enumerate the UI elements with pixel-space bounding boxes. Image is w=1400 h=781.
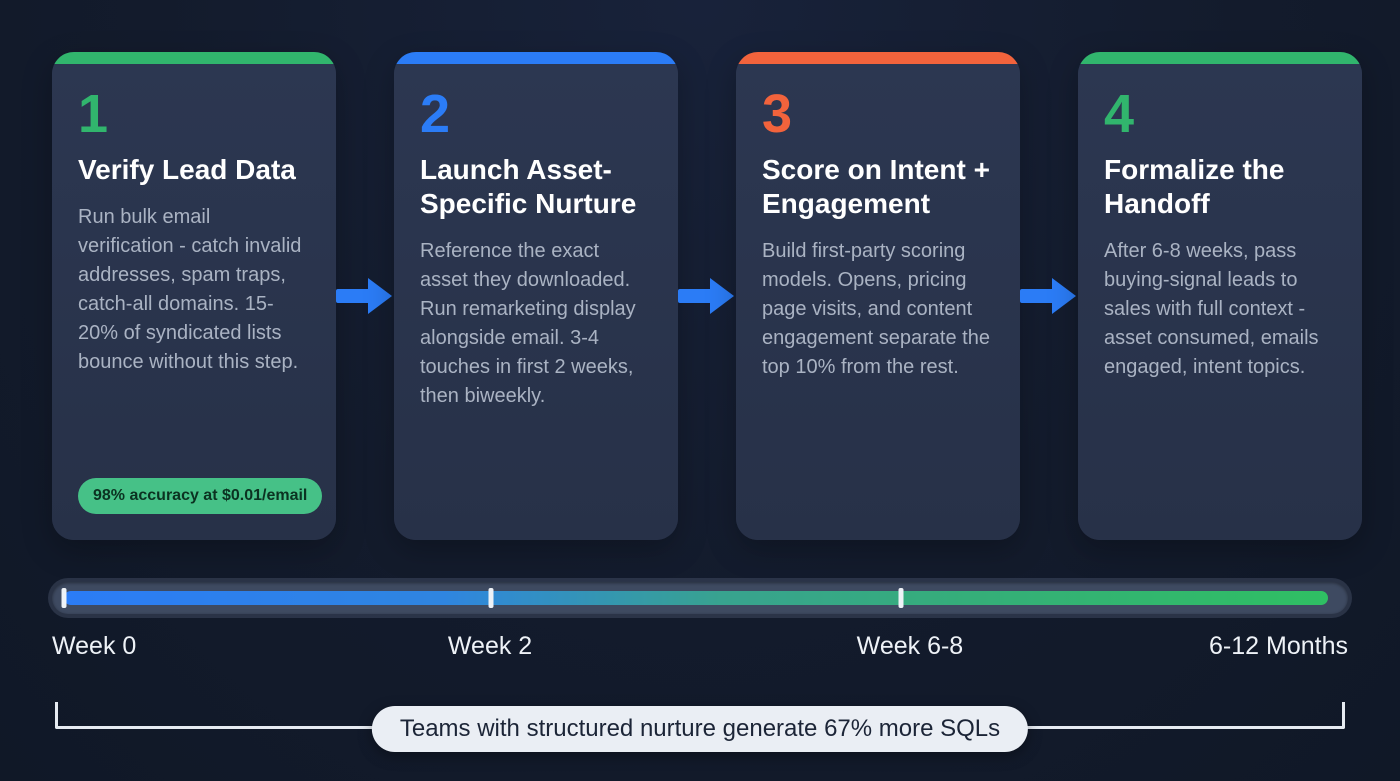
- timeline: Week 0 Week 2 Week 6-8 6-12 Months: [52, 582, 1348, 666]
- step-1-badge: 98% accuracy at $0.01/email: [78, 478, 323, 514]
- step-1-title: Verify Lead Data: [78, 153, 296, 185]
- summary-banner: Teams with structured nurture generate 6…: [371, 706, 1029, 752]
- step-3-accent-bar: [736, 52, 1020, 64]
- step-card-4: 4 Formalize the Handoff After 6-8 weeks,…: [1078, 52, 1362, 540]
- timeline-labels: Week 0 Week 2 Week 6-8 6-12 Months: [52, 632, 1348, 666]
- step-3-number: 3: [762, 84, 793, 144]
- timeline-label-week0: Week 0: [52, 632, 137, 660]
- arrow-right-icon: [678, 278, 734, 314]
- step-1-body: Run bulk email verification - catch inva…: [78, 205, 302, 373]
- step-1-accent-bar: [52, 52, 336, 64]
- summary-section: Teams with structured nurture generate 6…: [55, 702, 1345, 762]
- step-2-number: 2: [420, 84, 451, 144]
- timeline-tick: [61, 588, 67, 608]
- timeline-tick: [898, 588, 904, 608]
- step-card-1: 1 Verify Lead Data Run bulk email verifi…: [52, 52, 336, 540]
- timeline-label-week2: Week 2: [447, 632, 533, 660]
- step-3-title: Score on Intent + Engagement: [762, 153, 990, 219]
- timeline-track: [52, 582, 1348, 614]
- step-card-3: 3 Score on Intent + Engagement Build fir…: [736, 52, 1020, 540]
- step-4-title: Formalize the Handoff: [1104, 153, 1285, 219]
- timeline-progress-bar: [61, 588, 1328, 608]
- step-2-accent-bar: [394, 52, 678, 64]
- steps-row: 1 Verify Lead Data Run bulk email verifi…: [52, 52, 1362, 540]
- step-2-title: Launch Asset-Specific Nurture: [420, 153, 637, 219]
- timeline-label-week6-8: Week 6-8: [856, 632, 964, 660]
- step-2-body: Reference the exact asset they downloade…: [420, 240, 636, 407]
- arrow-right-icon: [1020, 278, 1076, 314]
- step-4-body: After 6-8 weeks, pass buying-signal lead…: [1104, 240, 1319, 378]
- step-3-body: Build first-party scoring models. Opens,…: [762, 240, 990, 378]
- timeline-label-months: 6-12 Months: [1209, 632, 1348, 660]
- step-card-2: 2 Launch Asset-Specific Nurture Referenc…: [394, 52, 678, 540]
- arrow-right-icon: [336, 278, 392, 314]
- step-4-number: 4: [1104, 84, 1135, 144]
- step-1-number: 1: [78, 84, 109, 144]
- step-4-accent-bar: [1078, 52, 1362, 64]
- timeline-tick: [488, 588, 494, 608]
